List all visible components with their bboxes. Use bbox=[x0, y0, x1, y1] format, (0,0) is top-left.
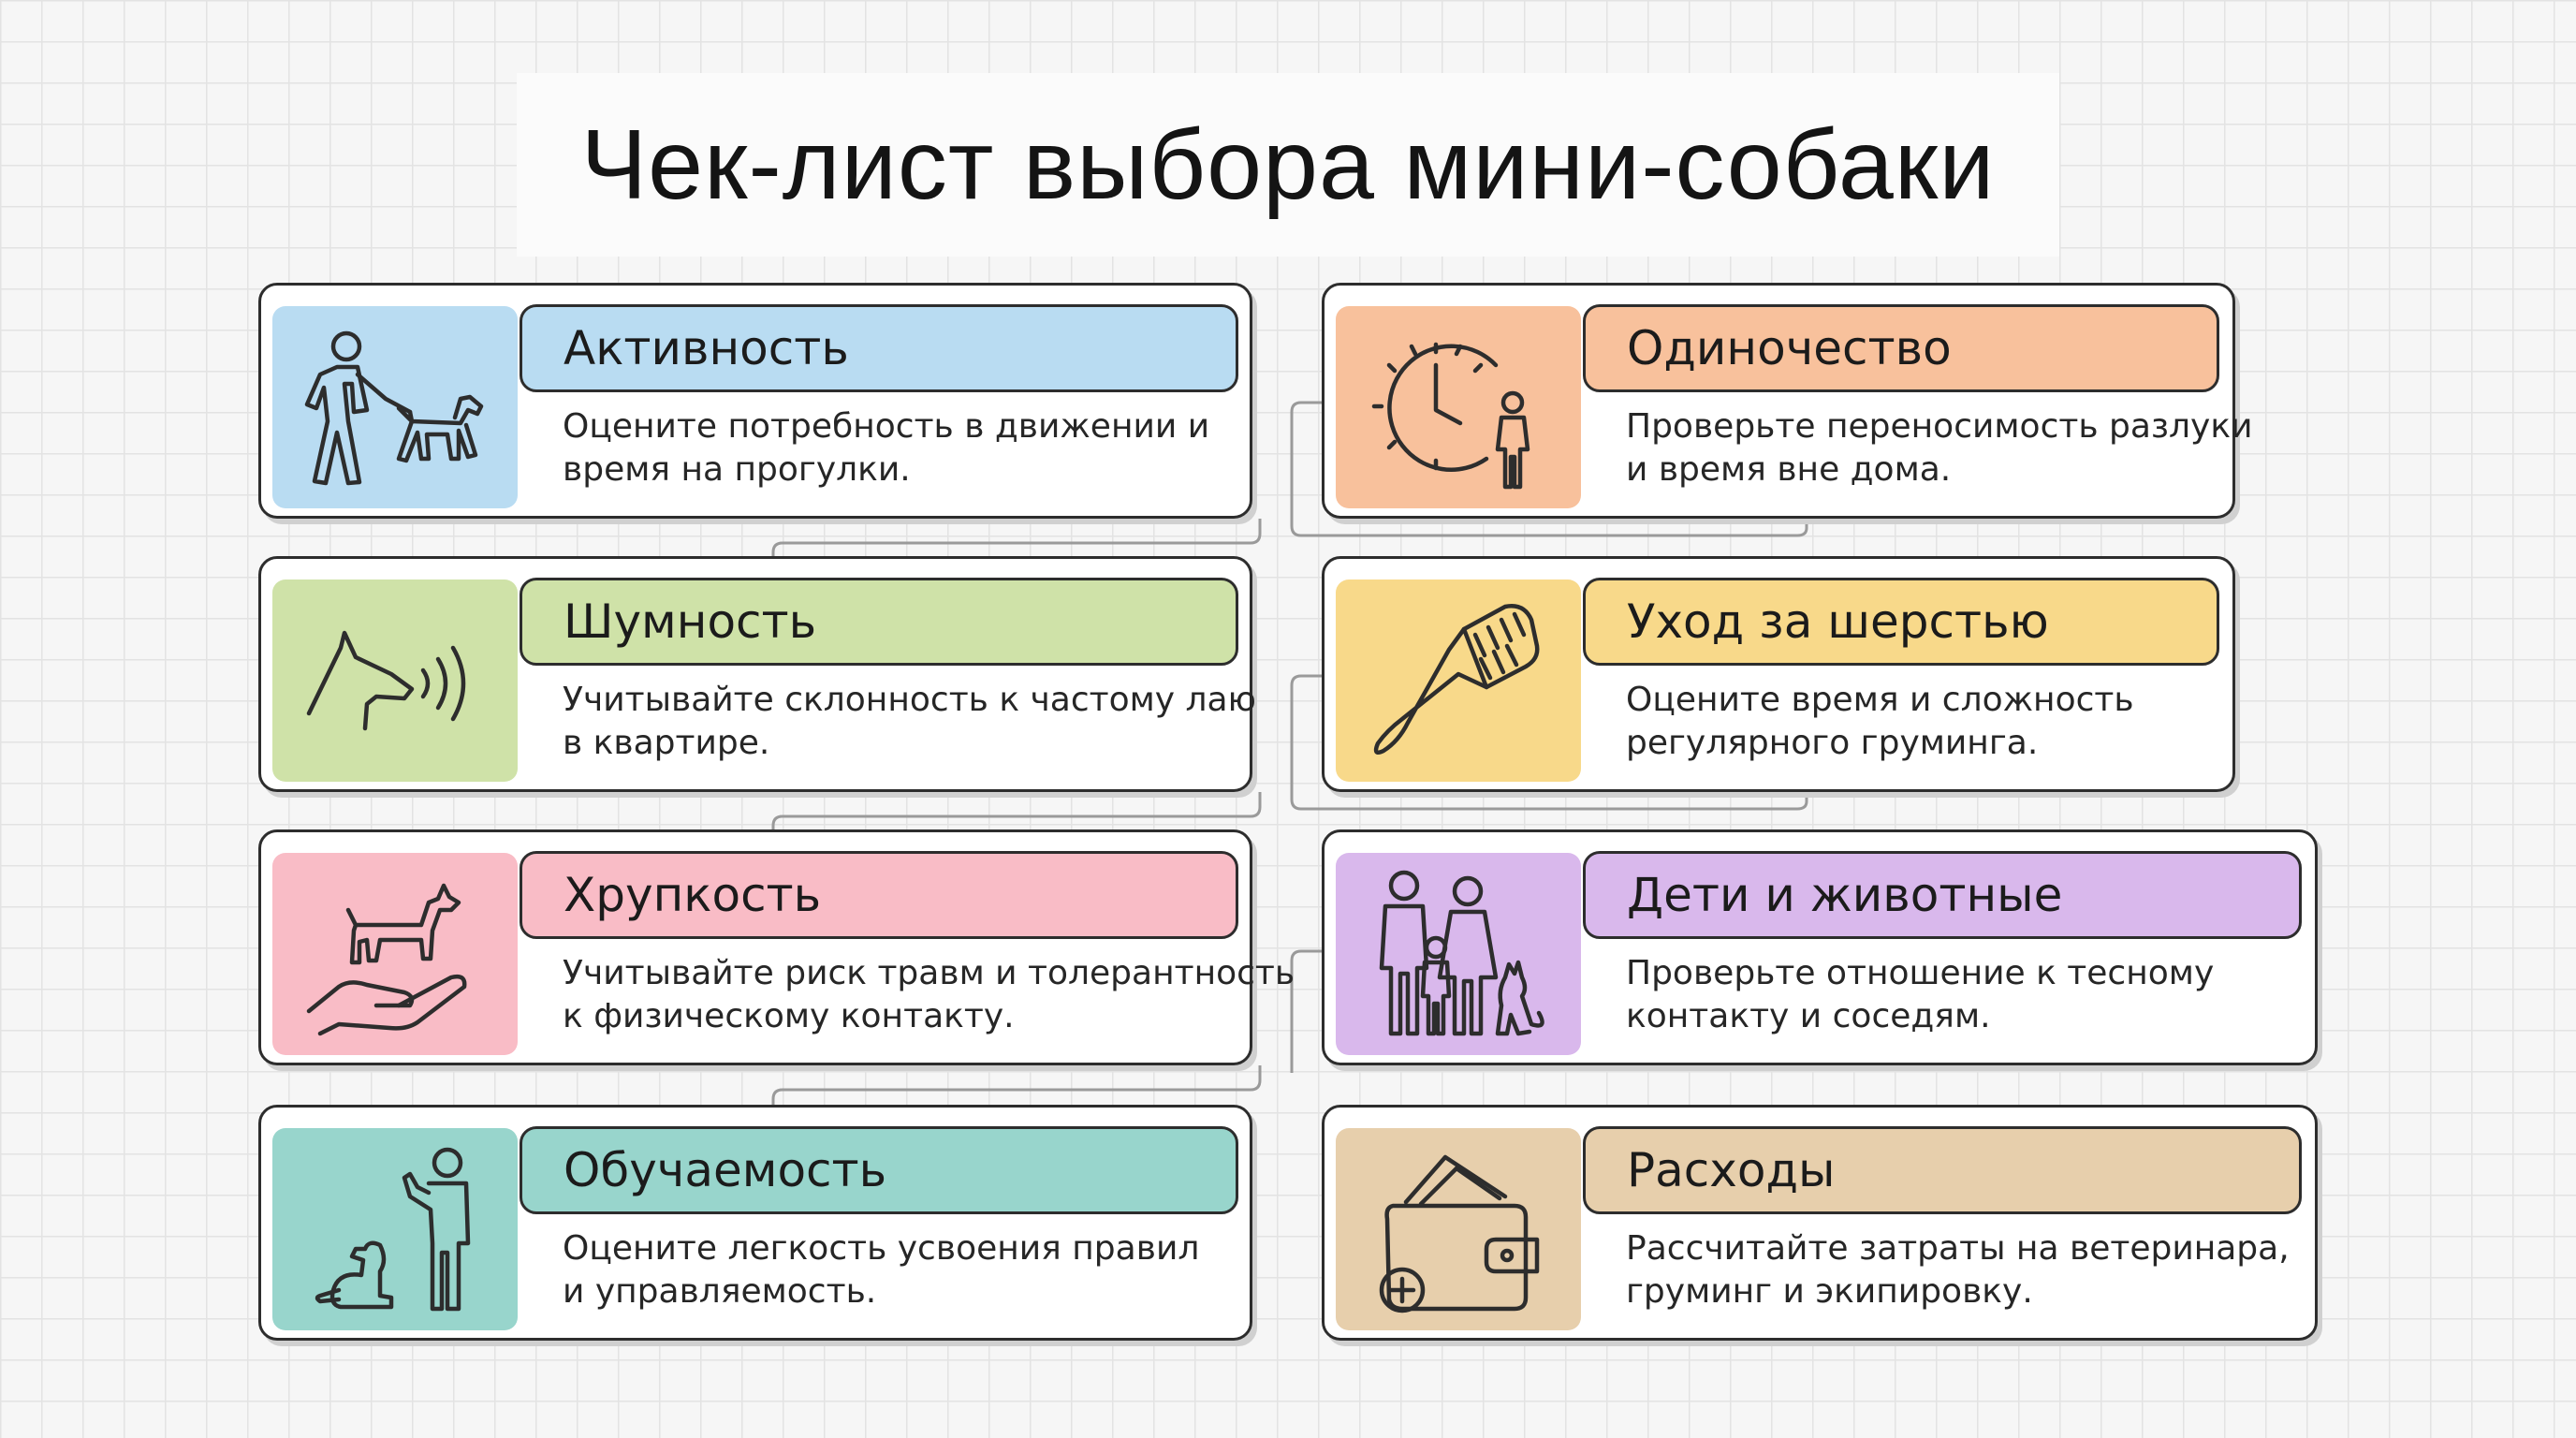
label-box-training: Обучаемость bbox=[520, 1126, 1238, 1214]
description-line: Оцените легкость усвоения правил bbox=[563, 1229, 1200, 1268]
connector-3b bbox=[1290, 949, 1322, 1073]
icon-box-costs bbox=[1336, 1128, 1581, 1330]
card-label: Уход за шерстью bbox=[1627, 594, 2049, 649]
description-line: Учитывайте склонность к частому лаю bbox=[563, 681, 1256, 719]
clock-child-icon bbox=[1371, 342, 1530, 490]
card-label: Одиночество bbox=[1627, 321, 1952, 375]
description-line: контакту и соседям. bbox=[1626, 997, 1991, 1035]
card-noise: Шумность Учитывайте склонность к частому… bbox=[258, 556, 1256, 792]
description-line: Рассчитайте затраты на ветеринара, bbox=[1626, 1229, 2290, 1268]
description-line: и время вне дома. bbox=[1626, 450, 1952, 489]
card-description: Оцените потребность в движении и время н… bbox=[563, 405, 1227, 492]
card-fragility: Хрупкость Учитывайте риск травм и толера… bbox=[258, 829, 1295, 1065]
label-box-coat: Уход за шерстью bbox=[1583, 578, 2219, 666]
icon-box-kids bbox=[1336, 853, 1581, 1055]
family-with-cat-icon bbox=[1379, 870, 1544, 1036]
icon-box-fragility bbox=[272, 853, 518, 1055]
icon-box-coat bbox=[1336, 580, 1581, 782]
card-kids: Дети и животные Проверьте отношение к те… bbox=[1322, 829, 2318, 1065]
description-line: время на прогулки. bbox=[563, 450, 911, 489]
description-line: Оцените потребность в движении и bbox=[563, 407, 1210, 446]
title-banner: Чек-лист выбора мини-собаки bbox=[517, 73, 2059, 257]
description-line: груминг и экипировку. bbox=[1626, 1272, 2033, 1311]
description-line: регулярного груминга. bbox=[1626, 724, 2039, 762]
card-description: Проверьте отношение к тесному контакту и… bbox=[1626, 952, 2292, 1038]
icon-box-solitude bbox=[1336, 306, 1581, 508]
label-box-costs: Расходы bbox=[1583, 1126, 2302, 1214]
wallet-money-icon bbox=[1379, 1154, 1540, 1313]
description-line: Учитывайте риск травм и толерантность bbox=[563, 954, 1295, 992]
dog-on-hand-icon bbox=[306, 883, 467, 1036]
person-commanding-dog-icon bbox=[315, 1147, 471, 1312]
card-costs: Расходы Рассчитайте затраты на ветеринар… bbox=[1322, 1105, 2318, 1341]
label-box-noise: Шумность bbox=[520, 578, 1238, 666]
card-solitude: Одиночество Проверьте переносимость разл… bbox=[1322, 283, 2253, 519]
card-label: Обучаемость bbox=[564, 1143, 887, 1197]
label-box-solitude: Одиночество bbox=[1583, 304, 2219, 392]
connector-3 bbox=[771, 1065, 1262, 1105]
card-label: Шумность bbox=[564, 594, 817, 649]
card-training: Обучаемость Оцените легкость усвоения пр… bbox=[258, 1105, 1252, 1341]
card-description: Оцените время и сложность регулярного гр… bbox=[1626, 679, 2210, 765]
barking-dog-icon bbox=[306, 630, 466, 731]
description-line: и управляемость. bbox=[563, 1272, 877, 1311]
card-description: Проверьте переносимость разлуки и время … bbox=[1626, 405, 2253, 492]
description-line: к физическому контакту. bbox=[563, 997, 1015, 1035]
label-box-fragility: Хрупкость bbox=[520, 851, 1238, 939]
card-label: Расходы bbox=[1627, 1143, 1836, 1197]
icon-box-noise bbox=[272, 580, 518, 782]
card-description: Оцените легкость усвоения правил и управ… bbox=[563, 1227, 1227, 1313]
connector-2b bbox=[1290, 674, 1808, 811]
connector-2 bbox=[771, 792, 1262, 831]
card-description: Рассчитайте затраты на ветеринара, груми… bbox=[1626, 1227, 2292, 1313]
card-label: Активность bbox=[564, 321, 849, 375]
card-coat: Уход за шерстью Оцените время и сложност… bbox=[1322, 556, 2235, 792]
icon-box-activity bbox=[272, 306, 518, 508]
card-activity: Активность Оцените потребность в движени… bbox=[258, 283, 1252, 519]
description-line: Оцените время и сложность bbox=[1626, 681, 2134, 719]
label-box-activity: Активность bbox=[520, 304, 1238, 392]
label-box-kids: Дети и животные bbox=[1583, 851, 2302, 939]
card-description: Учитывайте склонность к частому лаю в кв… bbox=[563, 679, 1256, 765]
card-description: Учитывайте риск травм и толерантность к … bbox=[563, 952, 1295, 1038]
grooming-brush-icon bbox=[1373, 604, 1540, 755]
description-line: Проверьте переносимость разлуки bbox=[1626, 407, 2253, 446]
card-label: Хрупкость bbox=[564, 868, 822, 922]
connector-1b bbox=[1290, 401, 1808, 537]
connector-1 bbox=[771, 519, 1262, 558]
description-line: в квартире. bbox=[563, 724, 770, 762]
icon-box-training bbox=[272, 1128, 518, 1330]
description-line: Проверьте отношение к тесному bbox=[1626, 954, 2215, 992]
page-title: Чек-лист выбора мини-собаки bbox=[580, 109, 1996, 220]
person-walking-dog-icon bbox=[304, 330, 484, 486]
card-label: Дети и животные bbox=[1627, 868, 2063, 922]
